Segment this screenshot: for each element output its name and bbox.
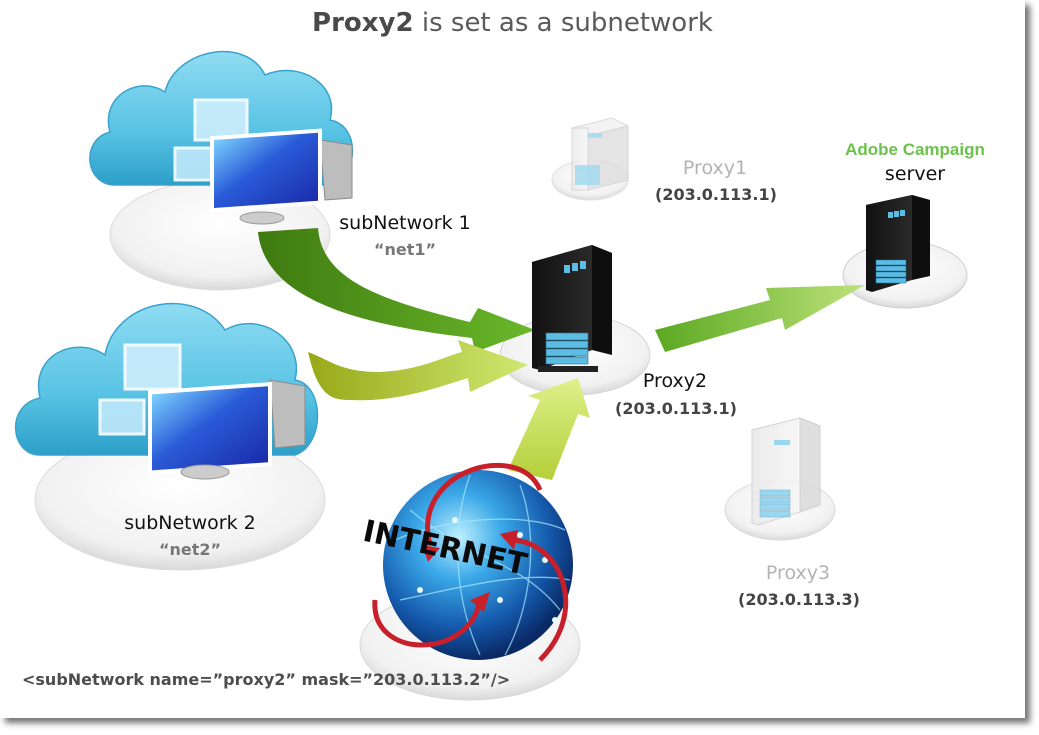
arrow-subnetwork2-to-proxy2 — [308, 340, 528, 401]
diagram-title: Proxy2 is set as a subnetwork — [0, 8, 1025, 38]
adobe-server-name: server — [884, 163, 946, 185]
subnetwork2-cloud-icon — [14, 302, 319, 480]
proxy2-ip: (203.0.113.1) — [615, 399, 737, 418]
proxy3-ip: (203.0.113.3) — [738, 590, 860, 609]
proxy1-name: Proxy1 — [682, 157, 748, 179]
arrow-internet-to-proxy2 — [508, 378, 590, 480]
proxy1-ip: (203.0.113.1) — [655, 185, 777, 204]
proxy2-name: Proxy2 — [642, 370, 708, 392]
adobe-server-icon — [866, 195, 930, 292]
arrow-proxy2-to-adobe-server — [655, 285, 865, 352]
proxy2-server-icon — [532, 245, 612, 372]
arrow-subnetwork1-to-proxy2 — [258, 228, 535, 352]
subnetwork1-name: subNetwork 1 — [339, 212, 471, 234]
adobe-campaign-label: Adobe Campaign — [845, 140, 985, 159]
title-rest: is set as a subnetwork — [413, 8, 713, 38]
subnetwork1-alias: “net1” — [373, 240, 437, 259]
proxy1-server-icon — [570, 117, 630, 191]
proxy3-server-icon — [750, 417, 822, 526]
title-bold: Proxy2 — [312, 8, 414, 38]
proxy3-name: Proxy3 — [765, 562, 831, 584]
subnetwork-config-snippet: <subNetwork name=”proxy2” mask=”203.0.11… — [22, 670, 511, 689]
subnetwork2-alias: “net2” — [158, 540, 222, 559]
internet-globe-icon: INTERNET — [360, 462, 573, 662]
subnetwork1-cloud-icon — [89, 50, 354, 225]
subnetwork2-name: subNetwork 2 — [124, 512, 256, 534]
